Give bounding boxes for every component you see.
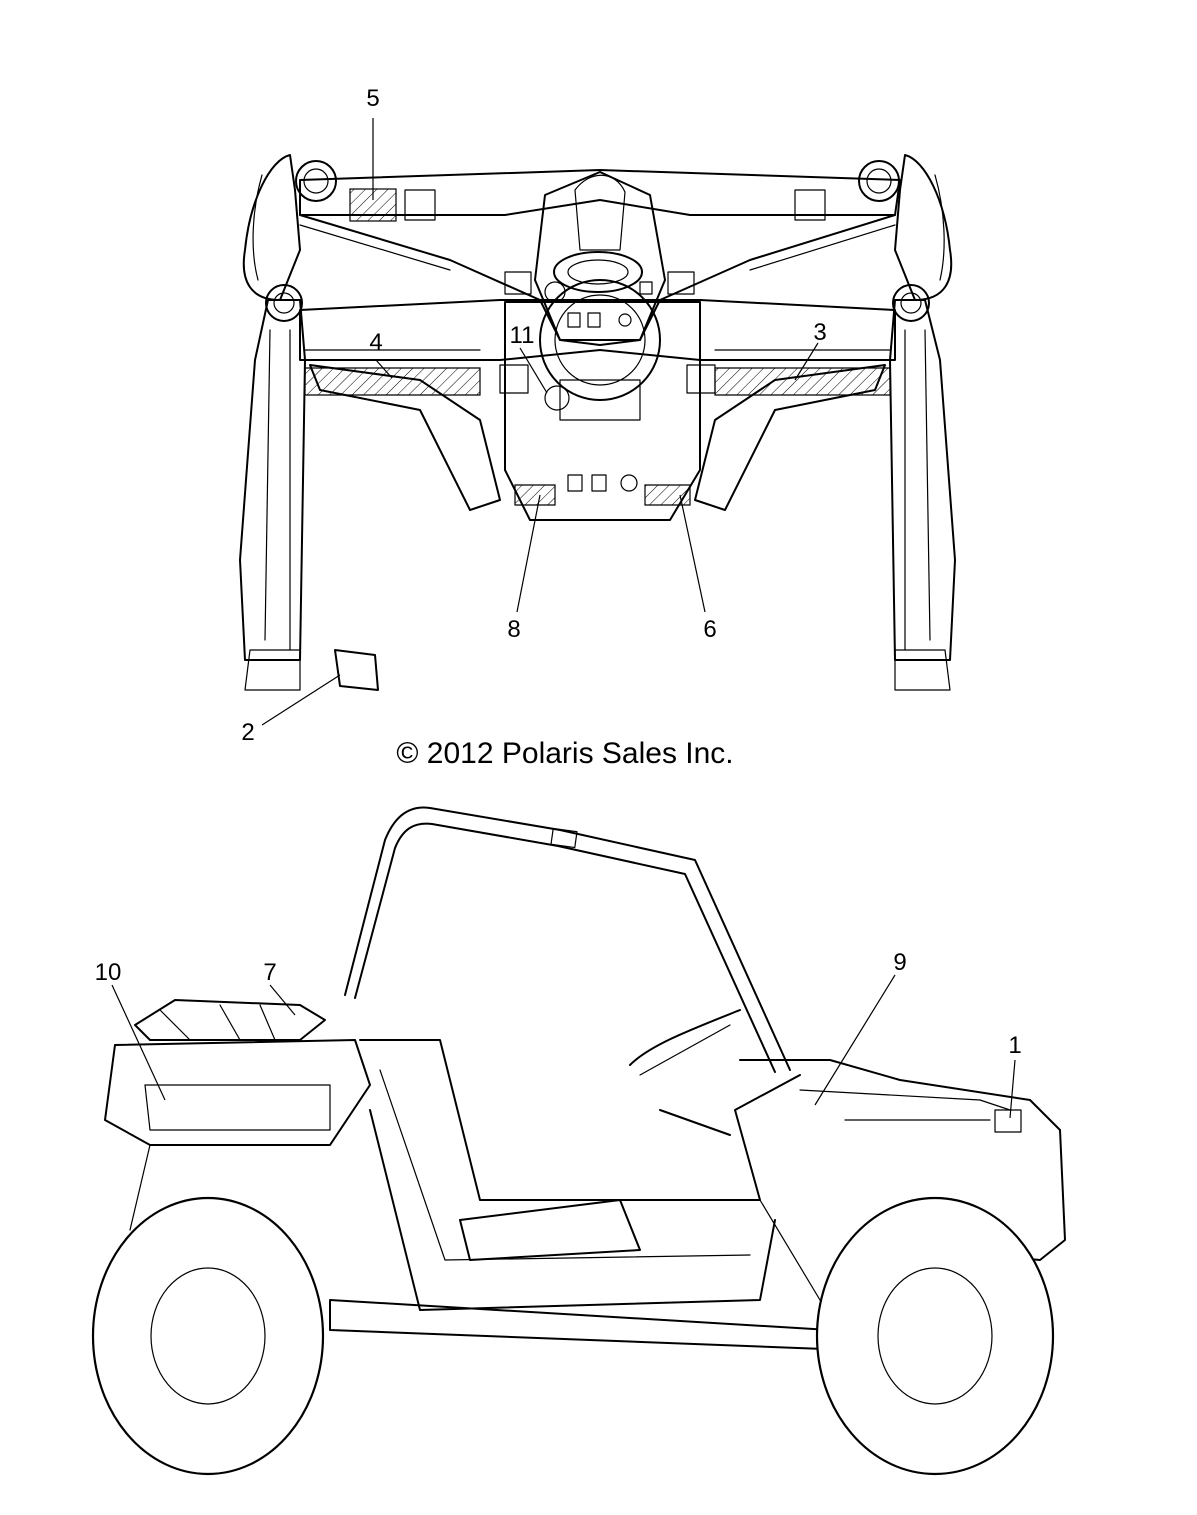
callout-7: 7	[263, 959, 276, 986]
vehicle-side-view	[91, 806, 1066, 1476]
decal-2-shape	[334, 649, 379, 691]
callout-2: 2	[241, 719, 254, 746]
callout-1: 1	[1008, 1032, 1021, 1059]
rear-tire	[91, 1196, 325, 1476]
callout-8: 8	[507, 616, 520, 643]
decal-3-hatch	[714, 367, 891, 396]
callout-labels: 5 4 3 11 8 6 2 10 7 9 1	[95, 85, 1022, 1059]
decal-8-hatch	[514, 484, 556, 506]
dashboard-rear-view	[242, 154, 953, 346]
decal-6-hatch	[644, 484, 691, 506]
callout-9: 9	[893, 949, 906, 976]
callout-3: 3	[813, 319, 826, 346]
callout-6: 6	[703, 616, 716, 643]
callout-10: 10	[95, 959, 122, 986]
callout-11: 11	[510, 322, 535, 349]
front-tire	[815, 1196, 1055, 1476]
copyright-notice: © 2012 Polaris Sales Inc.	[396, 737, 733, 770]
dashboard-front-view	[239, 279, 956, 691]
callout-5: 5	[366, 85, 379, 112]
decal-4-hatch	[304, 367, 481, 396]
callout-4: 4	[369, 329, 382, 356]
leader-lines	[111, 118, 1016, 1119]
